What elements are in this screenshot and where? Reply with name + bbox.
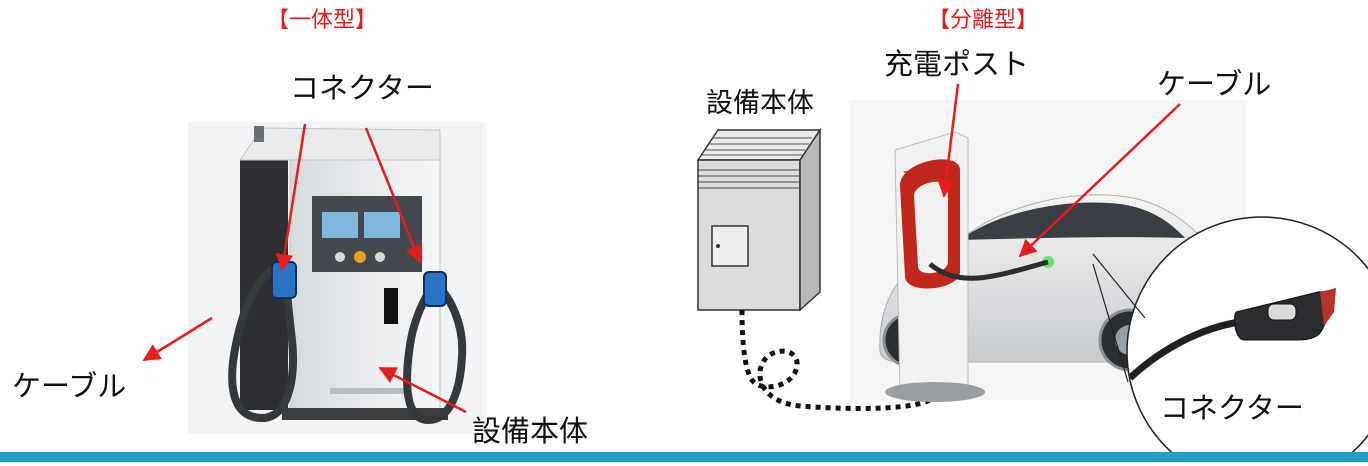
label-cable-left: ケーブル — [12, 369, 127, 403]
arrow-connector-right — [364, 127, 423, 264]
left-charging-cable — [228, 258, 297, 423]
equipment-cabinet-icon — [696, 127, 822, 312]
right-charging-cable — [403, 274, 467, 425]
charger-base — [282, 408, 448, 420]
charging-post-base — [885, 382, 985, 402]
charger-label-plate — [330, 388, 410, 394]
charger-antenna — [254, 126, 264, 142]
label-body-left: 設備本体 — [472, 414, 589, 448]
post-cable — [928, 259, 1049, 281]
connector-closeup-icon — [1126, 216, 1368, 466]
label-body-right: 設備本体 — [706, 88, 814, 119]
charger-top — [239, 127, 441, 161]
charger-card-slot — [384, 288, 398, 324]
closeup-cable — [1127, 318, 1241, 381]
left-connector — [271, 261, 297, 299]
arrow-body-left — [378, 366, 467, 414]
closeup-pointer-line-bottom — [1092, 263, 1129, 383]
title-integrated: 【一体型】 — [267, 8, 378, 33]
label-connector-right: コネクター — [1160, 391, 1304, 425]
cabinet-door-handle — [716, 244, 720, 248]
closeup-circle — [1126, 216, 1368, 466]
charger-screen-left — [322, 212, 358, 238]
closeup-pointer-line-top — [1092, 253, 1146, 319]
car-window — [960, 202, 1185, 240]
charger-button — [375, 252, 385, 262]
title-separated: 【分離型】 — [928, 8, 1039, 33]
charger-emergency-button — [354, 251, 366, 263]
charger-screen-right — [364, 212, 400, 238]
closeup-connector-tip — [1320, 288, 1336, 326]
closeup-connector-button — [1267, 303, 1297, 321]
arrow-cable-right — [1018, 103, 1181, 258]
label-connector-left: コネクター — [290, 71, 434, 105]
arrow-connector-left — [275, 123, 307, 272]
arrow-post — [937, 83, 960, 198]
right-connector — [423, 271, 447, 307]
integrated-charger-illustration — [188, 122, 486, 434]
label-cable-right: ケーブル — [1157, 67, 1272, 101]
label-post: 充電ポスト — [884, 47, 1030, 81]
charging-post-inner — [914, 181, 948, 274]
charger-button — [335, 252, 345, 262]
arrow-cable-left — [142, 316, 213, 362]
bottom-accent-bar — [0, 452, 1368, 462]
cabinet-side — [799, 127, 821, 312]
